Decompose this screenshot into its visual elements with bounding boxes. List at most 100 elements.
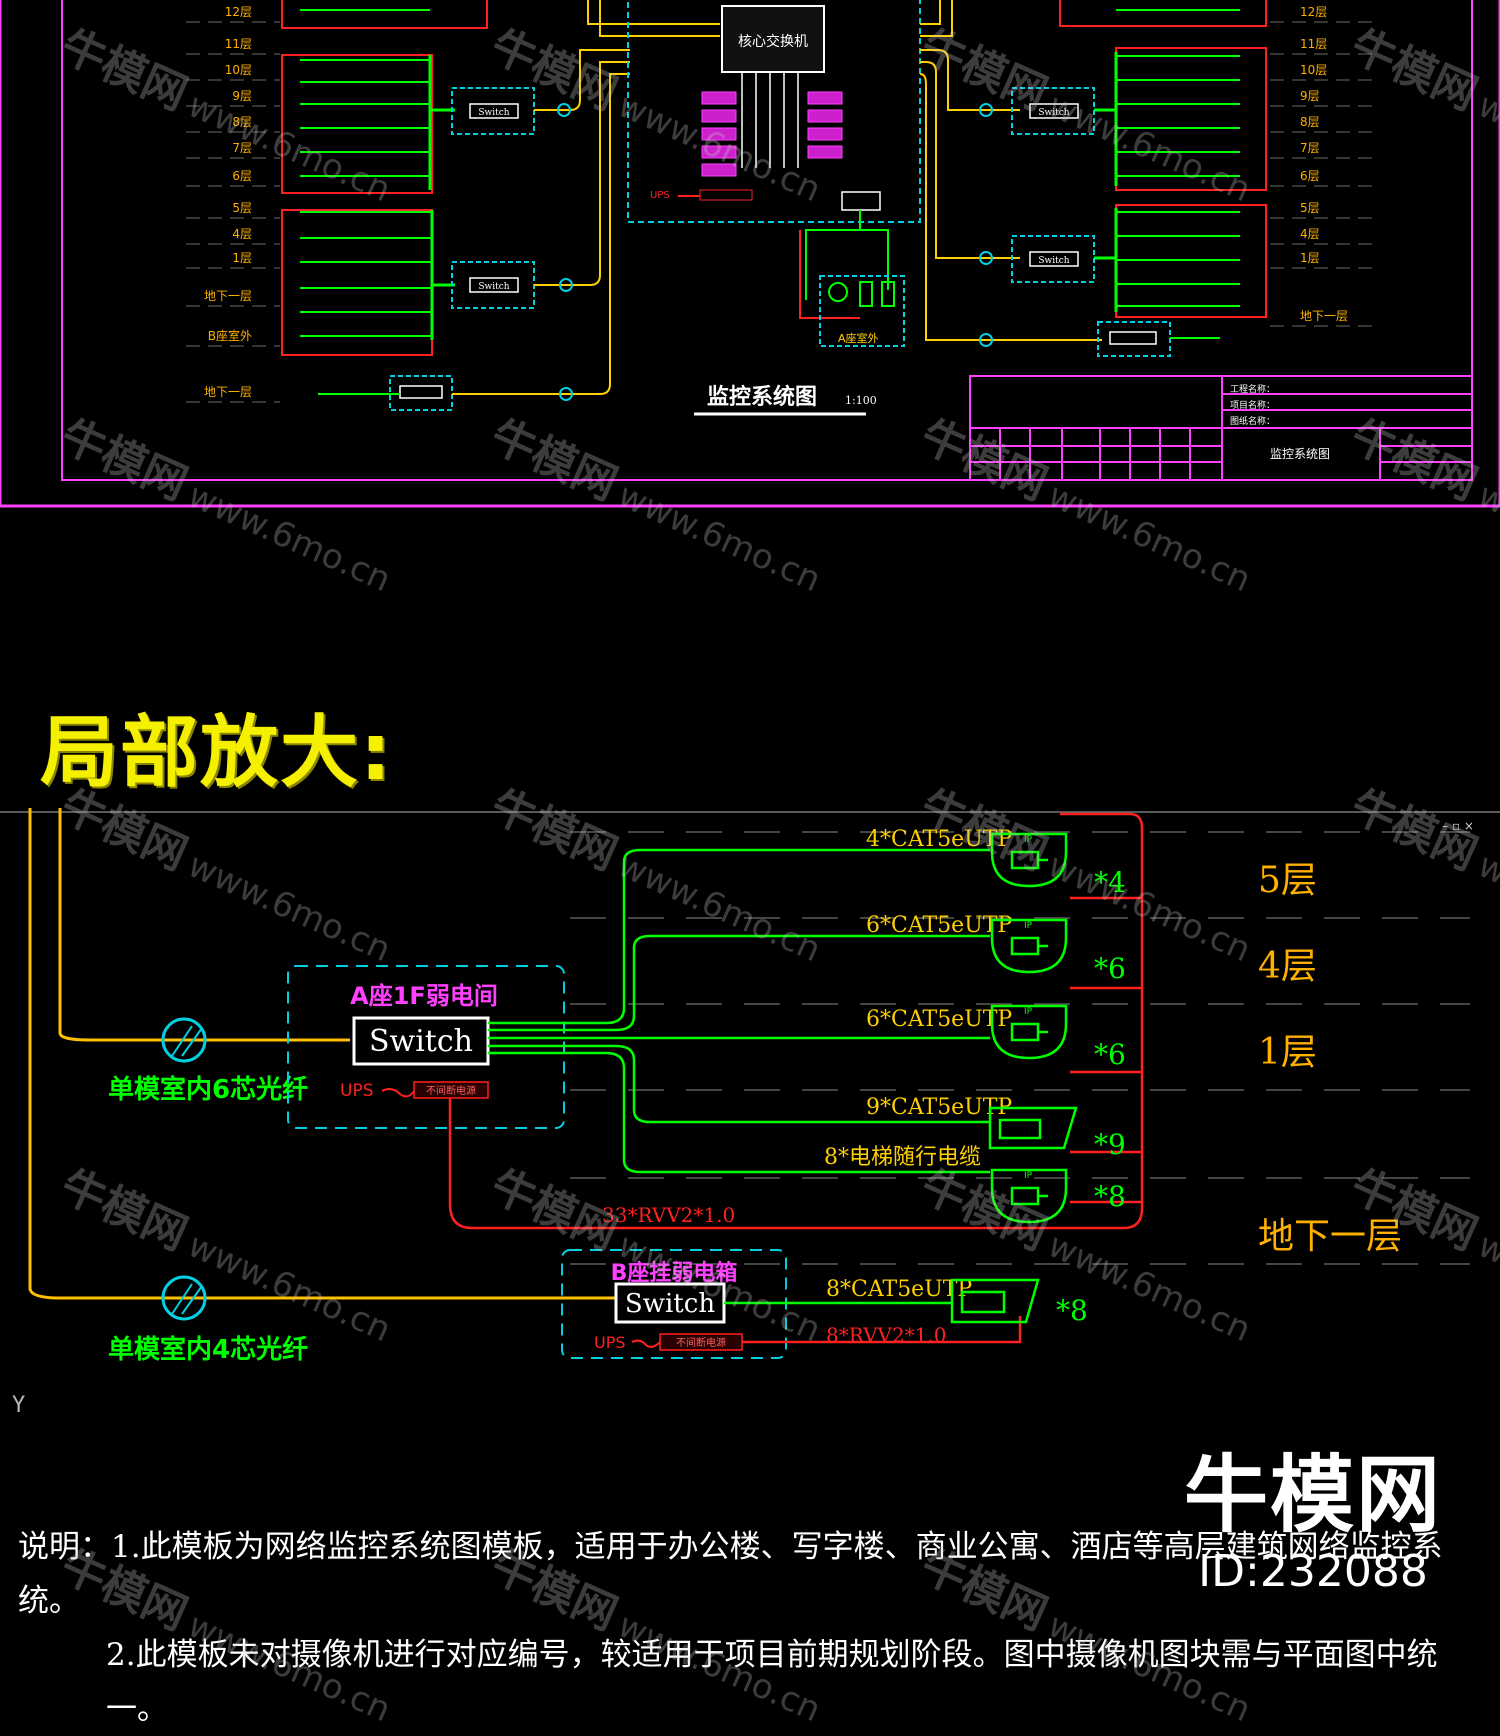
fiber-4-icon — [161, 1275, 207, 1321]
camera-ip: IP — [1024, 1007, 1033, 1017]
overview-right-floor-label: 10层 — [1300, 63, 1327, 77]
overview-right-floor-label: 8层 — [1300, 115, 1320, 129]
inner-frame — [61, 0, 1473, 481]
ucs-y-indicator: Y — [12, 1393, 26, 1418]
floor-1-label: 1层 — [1258, 1032, 1317, 1073]
camera-box-1f — [988, 1106, 1078, 1150]
room-a-label: A座1F弱电间 — [350, 982, 498, 1010]
power-cable-label: 33*RVV2*1.0 — [602, 1203, 735, 1227]
detail-fiber-lines — [28, 808, 615, 1300]
overview-left-floor-label: B座室外 — [208, 328, 252, 343]
overview-left-floor-label: 12层 — [225, 5, 252, 19]
zoom-section-title: 局部放大: — [40, 708, 394, 798]
count-1f-2: *9 — [1094, 1128, 1126, 1161]
floor-5-label: 5层 — [1258, 860, 1317, 901]
detail-floor-lines — [570, 831, 1470, 1265]
overview-right-floor-label: 6层 — [1300, 169, 1320, 183]
overview-left-floor-label: 地下一层 — [204, 289, 252, 303]
count-elevator: *8 — [1094, 1180, 1126, 1213]
floor-4-label: 4层 — [1258, 946, 1317, 987]
right-camera-group-upper — [1059, 0, 1267, 191]
overview-left-floor-label: 4层 — [232, 227, 252, 241]
detail-cable-runs — [488, 848, 990, 1305]
core-area: 核心交换机 UPS — [627, 0, 921, 223]
switch-b — [614, 1282, 726, 1324]
cable-label-1f: 6*CAT5eUTP — [866, 1007, 1012, 1032]
overview-left-floor-label: 5层 — [232, 201, 252, 215]
overview-right-floor-label: 地下一层 — [1300, 309, 1348, 323]
right-switch-2: Switch — [1011, 235, 1095, 283]
detail-cable-labels: 4*CAT5eUTP 6*CAT5eUTP 6*CAT5eUTP 9*CAT5e… — [824, 827, 1012, 1302]
room-b-label: B座挂弱电箱 — [611, 1260, 738, 1286]
count-4f: *6 — [1094, 952, 1126, 985]
count-5f: *4 — [1094, 866, 1126, 899]
overview-left-floor-label: 9层 — [232, 89, 252, 103]
camera-5f: IP — [990, 832, 1068, 888]
overview-left-floor-label: 1层 — [232, 251, 252, 265]
window-controls[interactable]: – ▫ × — [1442, 819, 1474, 833]
overview-right-floor-label: 7层 — [1300, 141, 1320, 155]
switch-b-label: Switch — [625, 1289, 715, 1319]
outdoor-camera-group: A座室外 — [799, 191, 905, 347]
title-block-row-2: 项目名称： — [1230, 399, 1275, 411]
overview-scale: 1:100 — [845, 394, 877, 407]
brand-name: 牛模网 — [1183, 1446, 1442, 1544]
camera-ip: IP — [1024, 835, 1033, 845]
camera-counts: *4 *6 *6 *9 *8 *8 — [1056, 866, 1126, 1327]
title-block-row-3: 图纸名称： — [1230, 415, 1275, 427]
camera-box-b — [950, 1278, 1040, 1324]
cable-label-elevator: 8*电梯随行电缆 — [824, 1145, 981, 1170]
right-camera-group-lower — [1094, 204, 1267, 318]
right-switch-1: Switch — [1011, 87, 1095, 135]
overview-right-floor-label: 5层 — [1300, 201, 1320, 215]
outdoor-camera-label: A座室外 — [838, 331, 879, 345]
overview-left-floor-label: 11层 — [225, 37, 252, 51]
left-switch-3 — [318, 375, 453, 411]
overview-right-floor-label: 4层 — [1300, 227, 1320, 241]
count-1f: *6 — [1094, 1038, 1126, 1071]
basement-label: 地下一层 — [1258, 1216, 1402, 1257]
left-camera-group-lower — [281, 209, 455, 356]
right-switch-3 — [1097, 321, 1220, 357]
count-b: *8 — [1056, 1294, 1088, 1327]
left-switch-2: Switch — [451, 261, 535, 309]
detail-floor-labels: 5层 4层 1层 地下一层 — [1258, 860, 1402, 1257]
overview-title: 监控系统图 — [707, 384, 817, 410]
overview-left-floor-label: 8层 — [232, 115, 252, 129]
detail-power-runs — [448, 812, 1144, 1344]
switch-a — [352, 1016, 490, 1066]
left-fiber-lines — [452, 0, 720, 395]
ups-a-label: UPS — [340, 1081, 374, 1101]
switch-label: Switch — [478, 282, 509, 292]
switch-label: Switch — [1038, 256, 1069, 266]
right-fiber-lines — [919, 0, 1102, 341]
camera-elevator: IP — [990, 1168, 1068, 1224]
camera-ip: IP — [1024, 1171, 1033, 1181]
camera-1f: IP — [990, 1004, 1068, 1060]
right-fiber-icons — [979, 103, 993, 347]
camera-4f: IP — [990, 918, 1068, 974]
switch-label: Switch — [478, 108, 509, 118]
overview-left-floor-label: 地下一层 — [204, 385, 252, 399]
overview-right-floor-label: 11层 — [1300, 37, 1327, 51]
outer-frame — [0, 0, 1500, 508]
title-block-name: 监控系统图 — [1270, 447, 1330, 461]
overview-left-floor-label: 10层 — [225, 63, 252, 77]
left-camera-group-upper — [281, 0, 488, 194]
ups-a-box-label: 不间断电源 — [426, 1084, 476, 1097]
left-fiber-icons — [557, 103, 573, 401]
note-line-1: 说明：1.此模板为网络监控系统图模板，适用于办公楼、写字楼、商业公寓、酒店等高层… — [18, 1529, 1443, 1619]
overview-left-floor-label: 7层 — [232, 141, 252, 155]
title-block-row-1: 工程名称： — [1230, 383, 1275, 395]
overview-right-floor-label: 12层 — [1300, 5, 1327, 19]
overview-right-floor-label: 1层 — [1300, 251, 1320, 265]
fiber-6-label: 单模室内6芯光纤 — [108, 1074, 308, 1105]
cable-label-4f: 6*CAT5eUTP — [866, 913, 1012, 938]
fiber-4-label: 单模室内4芯光纤 — [108, 1334, 308, 1365]
switch-label: Switch — [1038, 108, 1069, 118]
ups-b-box-label: 不间断电源 — [676, 1336, 726, 1349]
detail-drawing: – ▫ × 单模室内6芯光纤 单模室内4芯光纤 A座1F弱电间 Switch U… — [0, 808, 1500, 1365]
